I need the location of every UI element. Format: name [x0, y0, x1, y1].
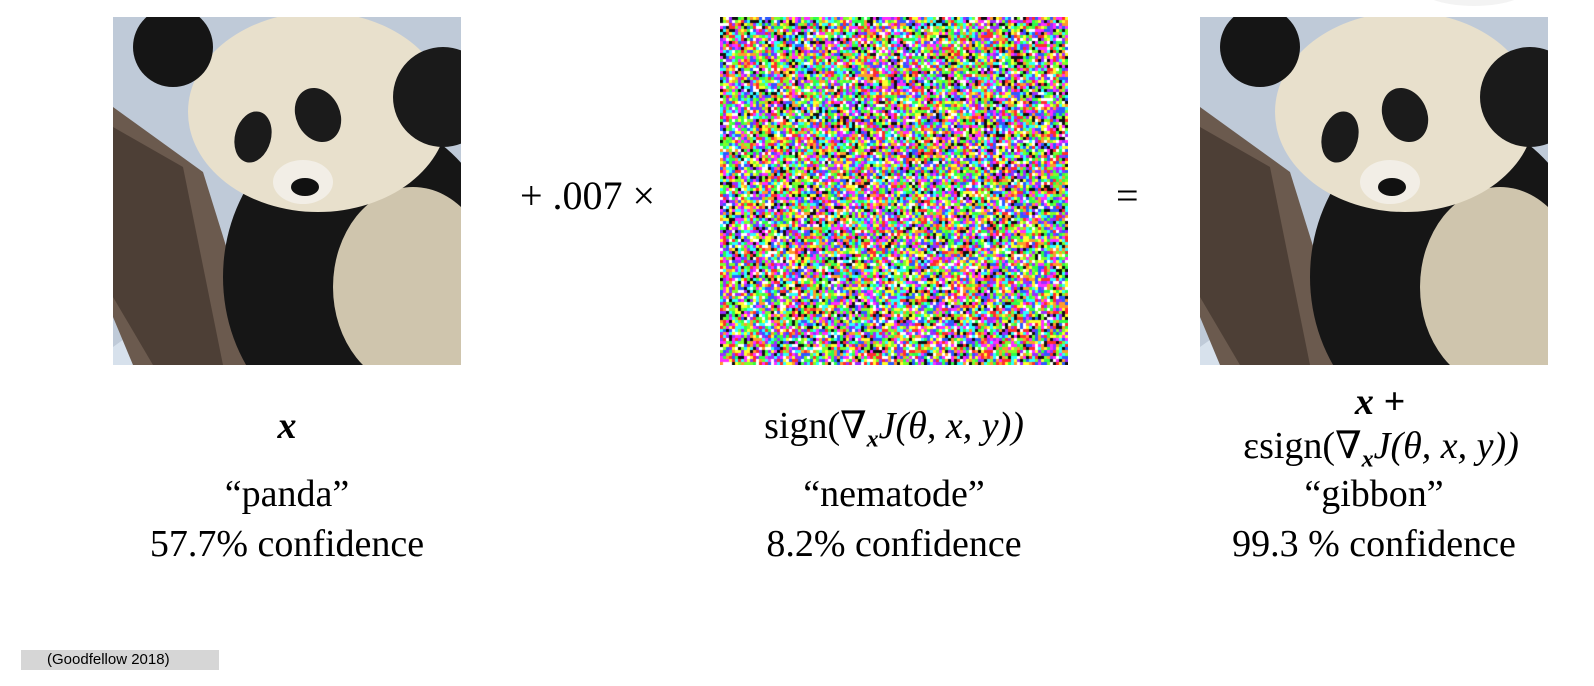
- panda-image: [113, 17, 461, 365]
- panda-illustration: [113, 17, 461, 365]
- citation: (Goodfellow 2018): [21, 650, 219, 670]
- operator-equals: =: [1116, 173, 1139, 218]
- math-x: x: [277, 405, 297, 447]
- operator-plus-scale: + .007 ×: [520, 173, 656, 218]
- decorative-shape: [1414, 0, 1534, 6]
- class-label-panda: “panda”: [224, 473, 350, 515]
- class-label-nematode: “nematode”: [803, 473, 985, 515]
- confidence-panda: 57.7% confidence: [149, 523, 425, 565]
- class-label-gibbon: “gibbon”: [1304, 473, 1444, 515]
- perturbation-noise-image: [720, 17, 1068, 365]
- math-x-plus: x +: [1354, 381, 1406, 423]
- adversarial-panda-illustration: [1200, 17, 1548, 365]
- math-epsilon-sign-gradient: εsign(∇xJ(θ, x, y)): [1243, 425, 1519, 473]
- confidence-nematode: 8.2% confidence: [766, 523, 1022, 565]
- noise-canvas: [720, 17, 1068, 365]
- adversarial-panda-image: [1200, 17, 1548, 365]
- confidence-gibbon: 99.3 % confidence: [1232, 523, 1516, 565]
- math-sign-gradient: sign(∇xJ(θ, x, y)): [764, 405, 1024, 453]
